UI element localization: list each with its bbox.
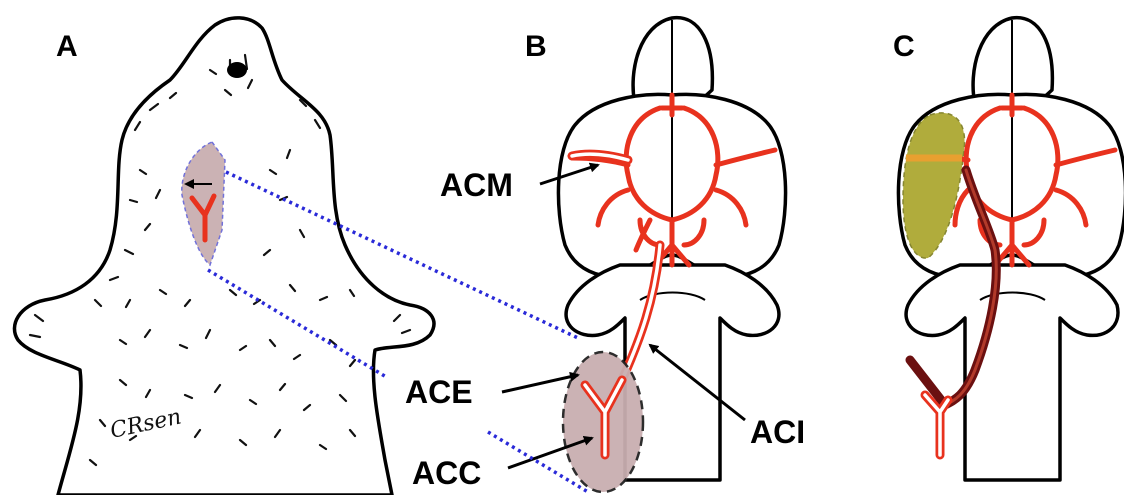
aci-label: ACI — [750, 414, 805, 450]
panel-b-letter: B — [525, 30, 547, 63]
panel-b: ACM ACE ACC ACI — [405, 18, 805, 492]
panel-c — [898, 18, 1124, 480]
acc-label: ACC — [412, 455, 481, 491]
panel-a-letter: A — [56, 30, 78, 63]
panel-c-letter: C — [893, 30, 915, 63]
panel-a: CRsen — [14, 18, 433, 495]
nose — [227, 62, 247, 78]
ace-label: ACE — [405, 374, 473, 410]
ace-arrow — [502, 375, 578, 392]
acm-label: ACM — [440, 167, 513, 203]
